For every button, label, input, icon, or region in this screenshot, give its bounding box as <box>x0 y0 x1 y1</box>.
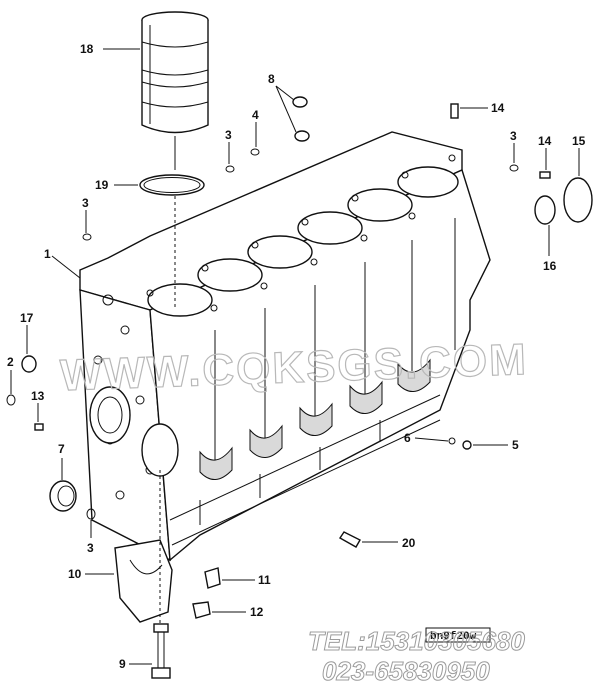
drawing-stamp: bn9f20w <box>425 627 491 643</box>
callout-2: 2 <box>7 355 14 369</box>
cap-bolt <box>151 623 171 679</box>
plug-17 <box>21 355 37 373</box>
callout-14-top: 14 <box>491 101 505 115</box>
callout-3-left: 3 <box>82 196 89 210</box>
callout-17: 17 <box>20 311 34 325</box>
callout-10: 10 <box>68 567 82 581</box>
callout-1: 1 <box>44 247 51 261</box>
cylinder-block <box>79 131 491 562</box>
callout-labels: 18 8 14 4 3 3 14 15 19 3 16 1 17 2 13 7 … <box>7 42 586 671</box>
callout-5: 5 <box>512 438 519 452</box>
side-fitting <box>539 171 551 179</box>
contact-phone-1: TEL:15310305680 <box>308 626 525 656</box>
cup-plug <box>49 480 77 512</box>
main-bearing-cap <box>114 539 173 623</box>
callout-18: 18 <box>80 42 94 56</box>
callout-11: 11 <box>258 573 271 587</box>
seal-ring-large <box>563 177 593 223</box>
callout-16: 16 <box>543 259 557 273</box>
plug-upper <box>292 96 308 108</box>
seal-ring-small <box>534 195 556 225</box>
callout-20: 20 <box>402 536 416 550</box>
callout-3-upper: 3 <box>225 128 232 142</box>
callout-7: 7 <box>58 442 65 456</box>
fitting-top <box>450 103 459 119</box>
callout-4: 4 <box>252 108 259 122</box>
plug-5 <box>462 440 472 450</box>
leader-lines <box>10 48 580 665</box>
cylinder-liner <box>141 11 209 134</box>
callout-6: 6 <box>404 431 411 445</box>
callout-13: 13 <box>31 389 45 403</box>
callout-3-right: 3 <box>510 129 517 143</box>
fitting-11 <box>204 567 221 589</box>
nozzle-12 <box>192 601 211 619</box>
callout-14-right: 14 <box>538 134 552 148</box>
callout-9: 9 <box>119 657 126 671</box>
liner-seal-ring <box>139 174 205 196</box>
callout-12: 12 <box>250 605 264 619</box>
plug-lower <box>294 130 310 142</box>
callout-15: 15 <box>572 134 586 148</box>
stamp-code: bn9f20w <box>430 631 477 643</box>
callout-8: 8 <box>268 72 275 86</box>
callout-3-lower: 3 <box>87 541 94 555</box>
bolt-20 <box>338 531 361 548</box>
callout-19: 19 <box>95 178 109 192</box>
pin-13 <box>34 423 44 431</box>
contact-phone-2: 023-65830950 <box>322 656 490 686</box>
